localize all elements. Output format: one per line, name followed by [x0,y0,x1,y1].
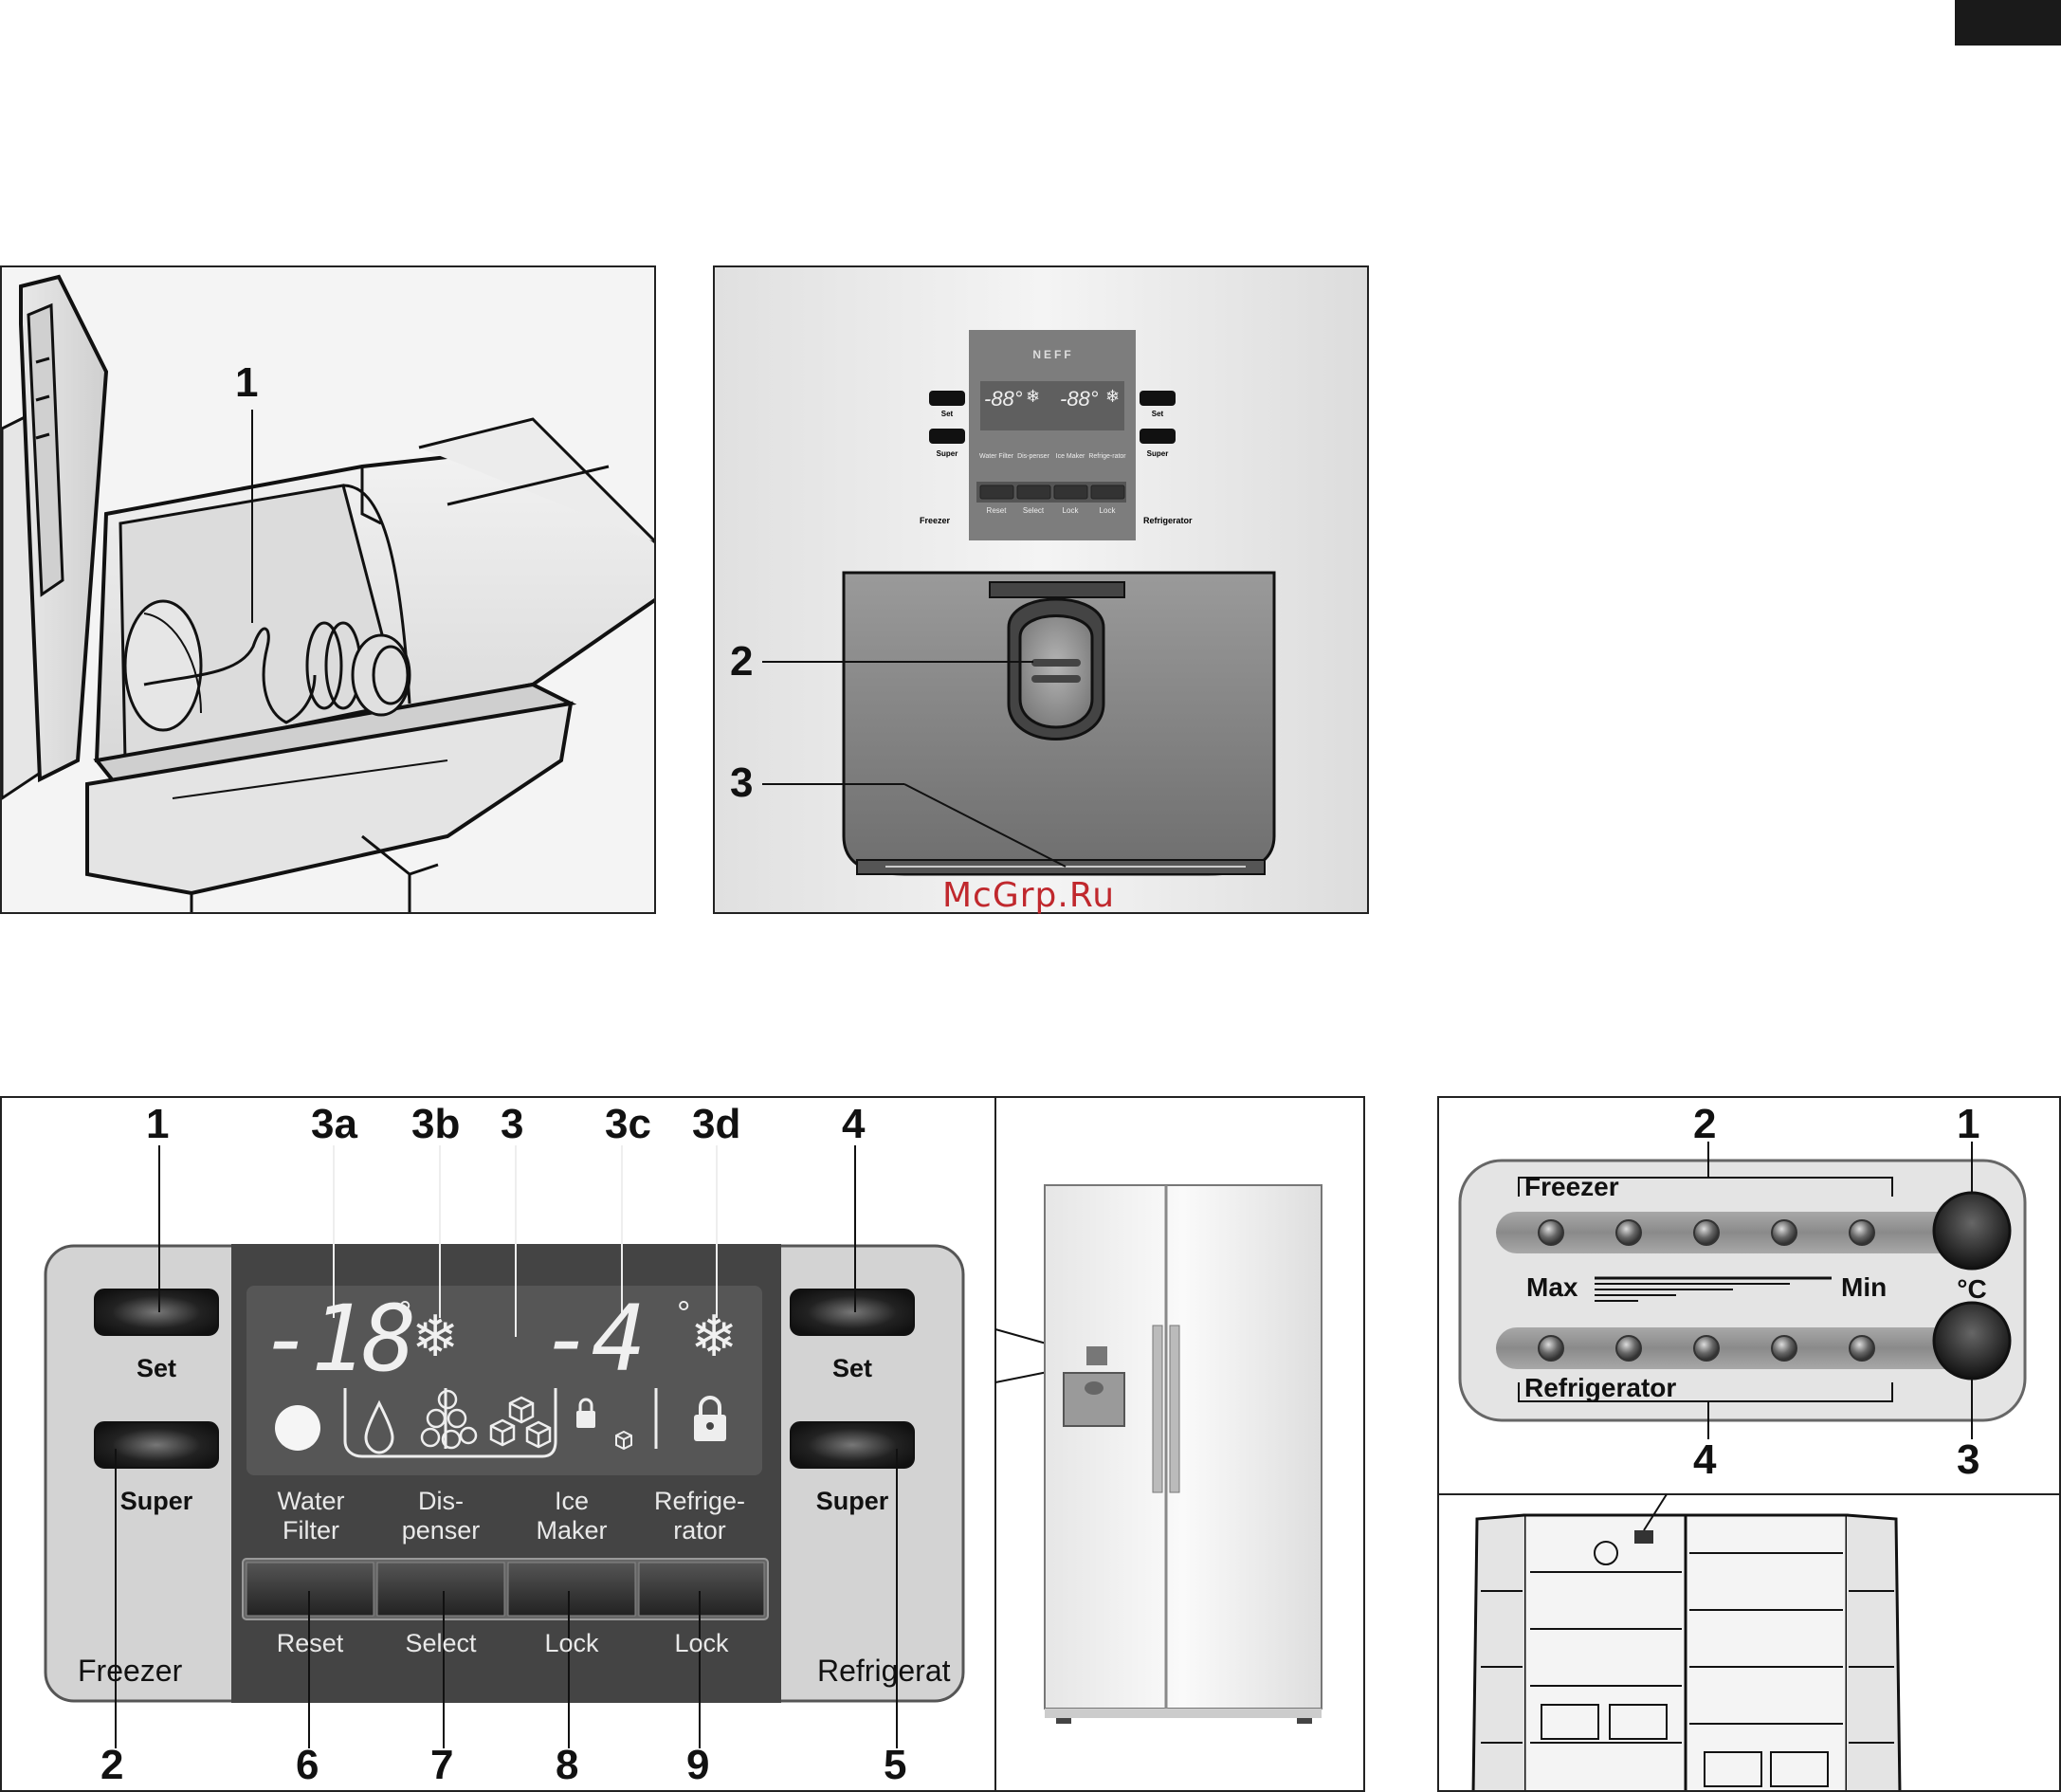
snowflake-icon: ❄ [1105,387,1121,406]
refrigerator-lock-button-label: Lock [674,1629,729,1657]
reset-button-label: Reset [276,1629,344,1657]
callout-3: 3 [501,1101,524,1147]
freezer-label: Freezer [1524,1172,1619,1201]
callout-2: 2 [1693,1101,1717,1147]
callout-3b: 3b [411,1101,461,1147]
water-filter-label: Water Filter [277,1487,345,1545]
callout-9: 9 [686,1742,710,1788]
callout-5: 5 [884,1742,907,1788]
mini-super-left: Super [936,449,958,458]
callout-7: 7 [430,1742,454,1788]
callout-1: 1 [235,359,259,406]
mini-set-left: Set [940,410,954,418]
drop-icon [364,1401,394,1454]
mini-refrigerator-label: Refrigerator [1143,516,1193,525]
mini-top-label-3: Ice Maker [1055,453,1085,460]
dispenser-label: Dis-penser [401,1487,481,1545]
refrigerator-zone-label: Refrigerat [817,1654,951,1688]
refrigerator-label: Refrigerator [1524,1373,1677,1402]
callout-3: 3 [730,759,754,806]
ice-maker-illustration: 1 [0,265,656,914]
freezer-zone-label: Freezer [78,1654,183,1688]
mini-freezer-label: Freezer [920,516,951,525]
mini-super-right: Super [1146,449,1169,458]
mini-temp-left: -88° [984,387,1023,411]
snowflake-icon: ❄ [690,1305,739,1368]
callout-4: 4 [1693,1436,1717,1483]
mini-bottom-label-1: Reset [986,506,1007,515]
control-panel-illustration: 1 3a 3b 3 3c 3d 4 2 6 7 8 9 5 -18 ° ❄ -4… [0,1096,1365,1792]
callout-3: 3 [1957,1436,1980,1483]
callout-3c: 3c [605,1101,651,1147]
refrigerator-super-label: Super [815,1487,889,1515]
lock-icon [692,1401,728,1443]
min-label: Min [1841,1272,1888,1302]
ice-cubes-icon [489,1396,552,1449]
callout-3a: 3a [311,1101,357,1147]
dispenser-illustration: NEFF -88° -88° ❄ ❄ Set Super Set Super F… [713,265,1369,914]
refrigerator-temperature: -4 [540,1286,647,1392]
mini-top-label-4: Refrige-rator [1088,453,1126,460]
mini-top-label-1: Water Filter [979,453,1013,460]
callout-4: 4 [842,1101,866,1147]
callout-2: 2 [100,1742,124,1788]
celsius-unit-label: °C [1957,1274,1987,1304]
page-tab-marker [1955,0,2061,46]
lock-icon [575,1401,597,1430]
snowflake-icon: ❄ [1026,387,1041,406]
callout-3d: 3d [692,1101,741,1147]
max-label: Max [1526,1272,1578,1302]
interior-control-illustration: 2 1 4 3 Freezer Refrigerator Max Min °C [1437,1096,2061,1792]
freezer-temperature: -18 [260,1286,416,1392]
refrigerator-label: Refrige-rator [653,1487,746,1545]
crushed-ice-icon [421,1388,478,1449]
callout-1: 1 [1957,1101,1980,1147]
freezer-set-label: Set [136,1354,177,1382]
mini-temp-right: -88° [1060,387,1099,411]
mini-bottom-label-3: Lock [1062,506,1079,515]
freezer-super-label: Super [119,1487,193,1515]
mini-top-label-2: Dis-penser [1017,453,1049,460]
snowflake-icon: ❄ [411,1305,460,1368]
callout-1: 1 [146,1101,170,1147]
callout-8: 8 [556,1742,579,1788]
callout-2: 2 [730,638,754,685]
filter-icon [275,1405,320,1451]
callout-6: 6 [296,1742,319,1788]
watermark: McGrp.Ru [942,876,1116,915]
degree-sign: ° [398,1293,412,1332]
degree-sign: ° [677,1293,691,1332]
ice-maker-lock-button-label: Lock [544,1629,599,1657]
mini-bottom-label-2: Select [1022,506,1045,515]
brand-mark: NEFF [1032,348,1074,361]
mini-bottom-label-4: Lock [1099,506,1116,515]
refrigerator-set-label: Set [831,1354,873,1382]
select-button-label: Select [405,1629,477,1657]
ice-maker-label: Ice Maker [536,1487,608,1545]
mini-set-right: Set [1151,410,1164,418]
